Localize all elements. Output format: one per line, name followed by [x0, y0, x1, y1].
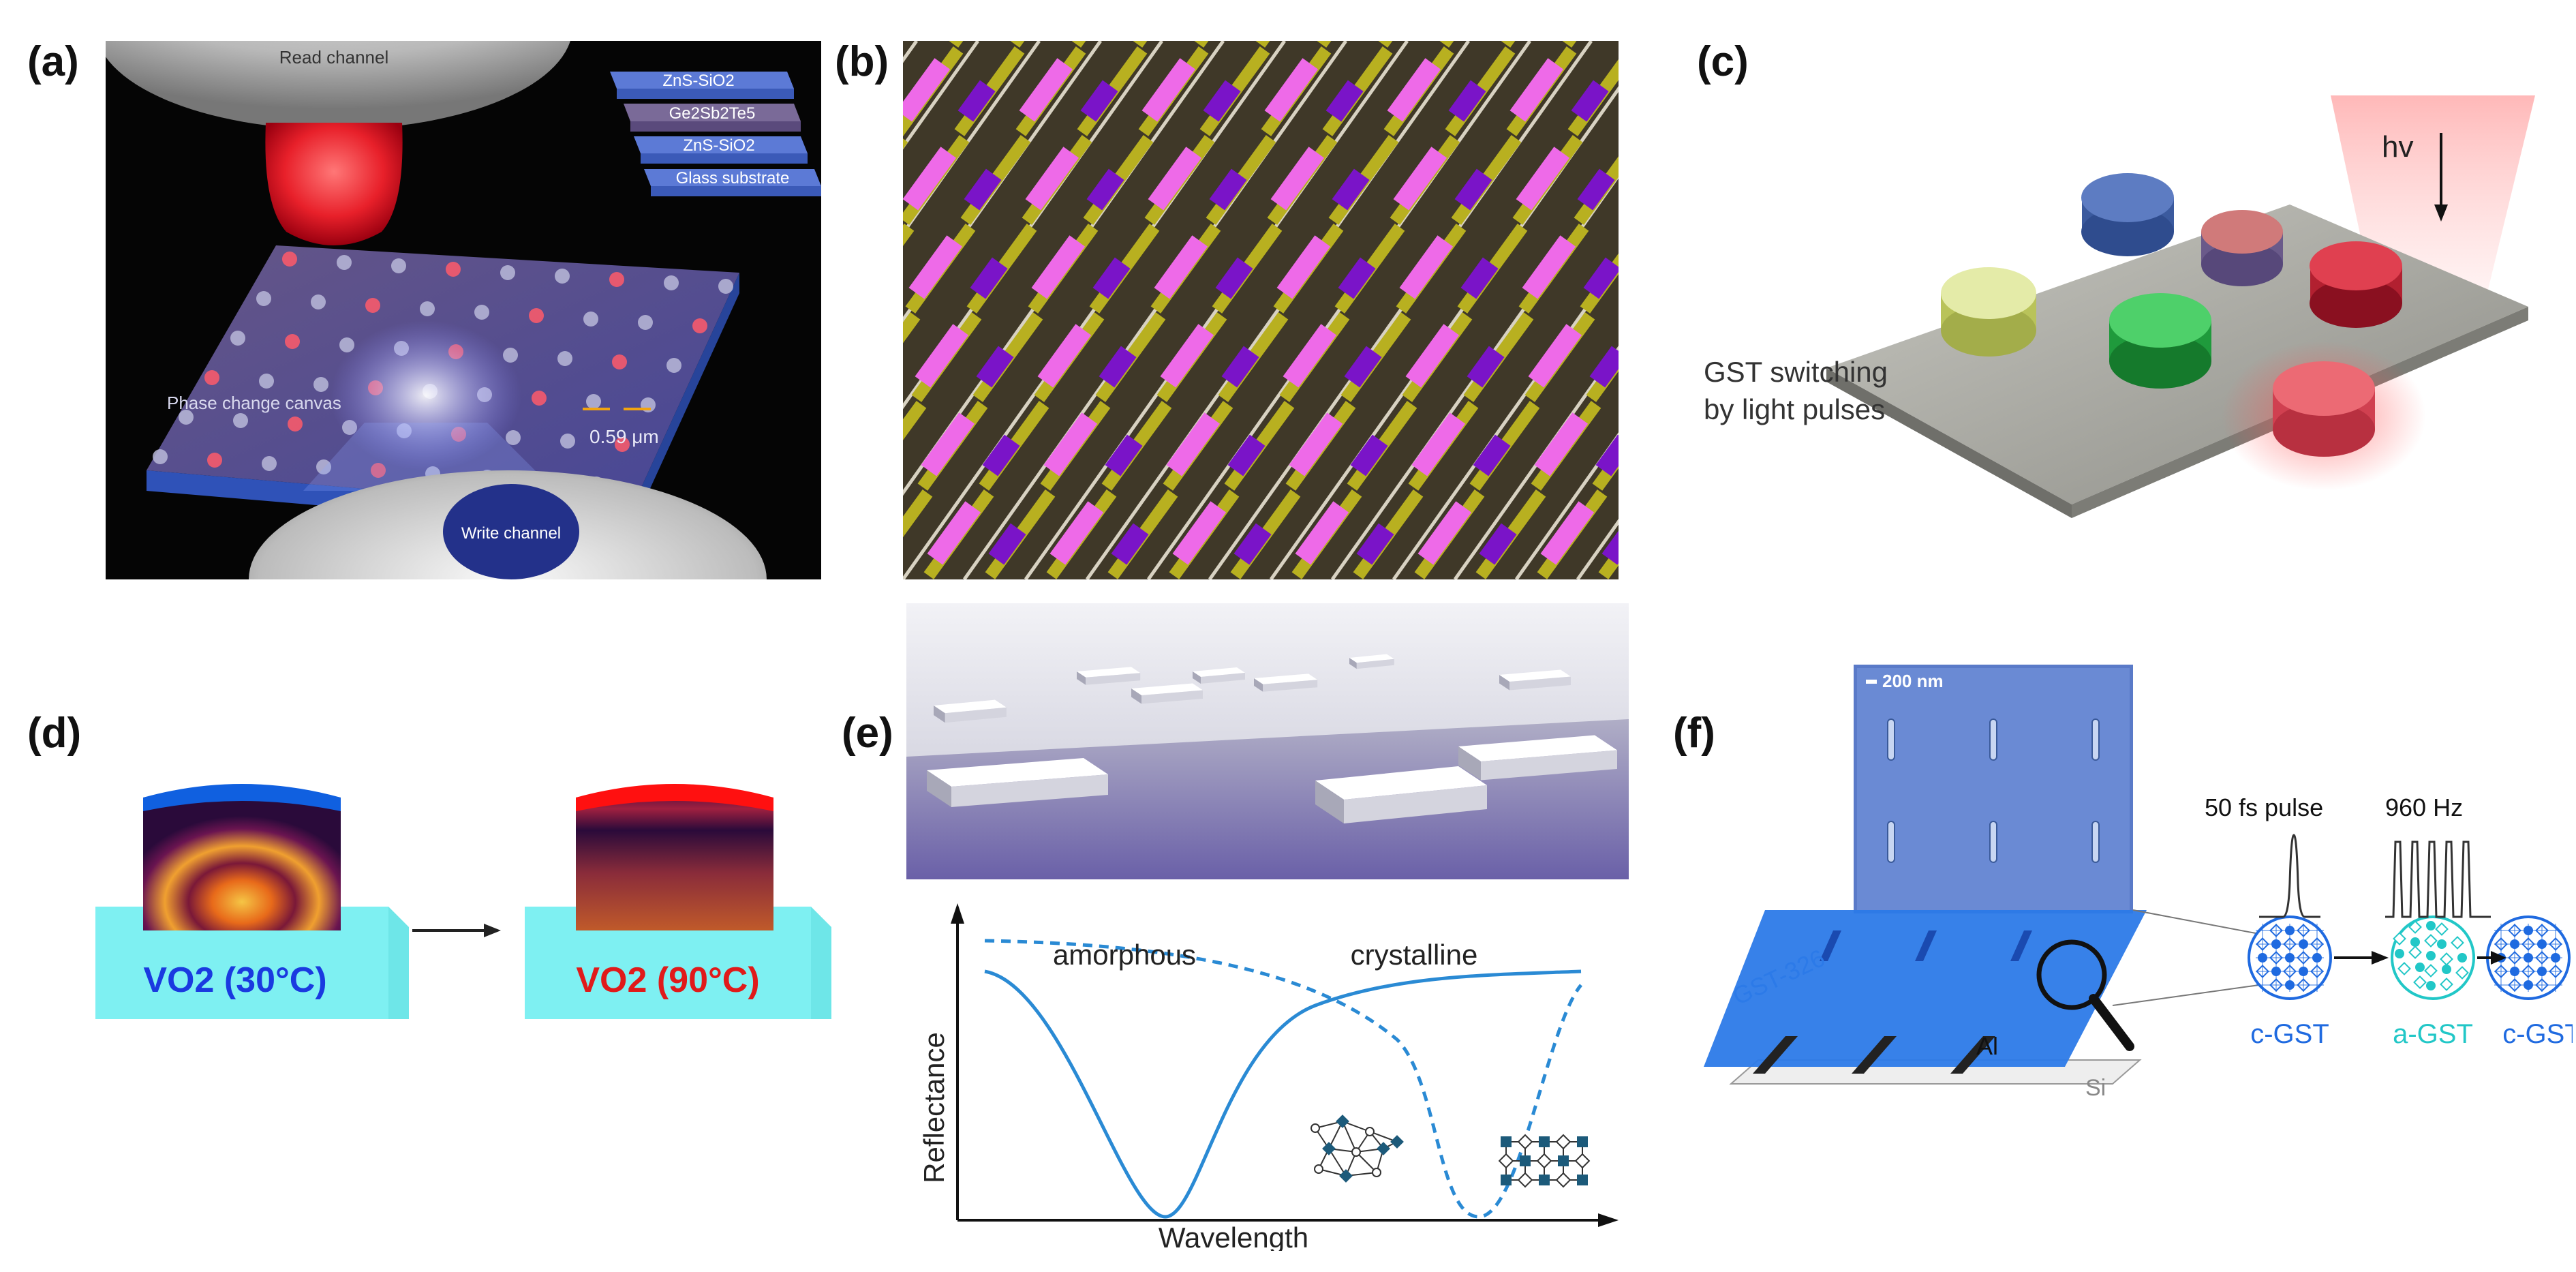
freq-label: 960 Hz — [2385, 793, 2463, 821]
magnifier-icon — [2036, 939, 2107, 1010]
panel-e: amorphous crystalline Reflectance Wavele… — [906, 603, 1629, 1251]
layer-3-label: ZnS-SiO2 — [683, 136, 754, 155]
amorphous-network-icon — [1310, 1115, 1404, 1183]
layer-4-label: Glass substrate — [676, 169, 790, 187]
state-1-label: c-GST — [2250, 1019, 2329, 1049]
x-axis-label: Wavelength — [1159, 1222, 1308, 1251]
transition-arrow — [484, 924, 501, 937]
al-label: Al — [1976, 1032, 1998, 1060]
sem-nanostructures — [1887, 718, 2100, 863]
gst-pillar-green — [2109, 293, 2211, 389]
arrow-2 — [2491, 951, 2506, 965]
panel-d-letter: (d) — [27, 710, 82, 757]
panel-b — [903, 41, 1619, 579]
scalebar-label: 200 nm — [1882, 671, 1944, 691]
amorphous-label: amorphous — [1053, 939, 1196, 971]
read-beam — [265, 123, 403, 245]
pulse-train — [2385, 841, 2491, 918]
panel-b-illustration — [903, 41, 1619, 579]
layer-2-label: Ge2Sb2Te5 — [669, 104, 756, 123]
panel-a-letter: (a) — [27, 38, 79, 85]
write-glow — [331, 320, 521, 470]
write-aperture — [443, 484, 579, 579]
scale-label: 0.59 μm — [589, 426, 659, 447]
vo2-hot-label: VO2 (90°C) — [576, 960, 759, 1000]
gst-film — [1704, 910, 2147, 1067]
write-channel-label: Write channel — [461, 524, 561, 543]
gst-pillar-red-bottom — [2273, 361, 2375, 457]
c-gst-state-2 — [2486, 915, 2571, 1000]
al-electrodes — [1753, 1036, 1995, 1074]
a-gst-state — [2391, 915, 2475, 1000]
panel-a: Read channel Write channel Phase change … — [106, 41, 821, 579]
caption-line-1: GST switching — [1704, 356, 1888, 388]
panel-e-illustration: amorphous crystalline Reflectance Wavele… — [906, 603, 1629, 1251]
single-pulse — [2259, 834, 2320, 918]
crystalline-label: crystalline — [1351, 939, 1478, 971]
pulse-arrow — [2434, 205, 2448, 222]
bit-dots — [153, 252, 733, 491]
state-2-label: a-GST — [2393, 1019, 2473, 1049]
gst-pillar-yellow — [1941, 267, 2036, 357]
vo2-hot-structure — [525, 784, 831, 1019]
panel-e-letter: (e) — [842, 710, 893, 757]
panel-d: VO2 (30°C) VO2 (90°C) — [89, 757, 838, 1023]
si-label: Si — [2085, 1075, 2106, 1101]
layer-stack — [610, 72, 821, 196]
gst-slots — [1820, 930, 2032, 961]
panel-c: hv GST switching by light pulses — [1690, 95, 2569, 593]
gst-pillar-blue — [2081, 173, 2174, 256]
y-axis-label: Reflectance — [918, 1032, 950, 1183]
antenna-blocks — [927, 654, 1617, 823]
panel-a-illustration: Read channel Write channel Phase change … — [106, 41, 821, 579]
hv-label: hv — [2382, 130, 2413, 164]
panel-f-letter: (f) — [1673, 710, 1715, 757]
crystalline-curve — [984, 939, 1582, 1219]
arrow-1 — [2372, 951, 2389, 965]
panel-f: 200 nm GST-326 Al Si c-GST a-GST c-GST 5… — [1704, 665, 2573, 1101]
panel-c-illustration: hv GST switching by light pulses — [1704, 95, 2535, 518]
read-channel-label: Read channel — [279, 47, 388, 67]
amorphous-curve — [984, 969, 1582, 1219]
panel-f-illustration: 200 nm GST-326 Al Si c-GST a-GST c-GST 5… — [1704, 665, 2573, 1101]
vo2-cold-label: VO2 (30°C) — [143, 960, 326, 1000]
layer-1-label: ZnS-SiO2 — [662, 72, 734, 90]
crystalline-lattice-icon — [1498, 1134, 1591, 1188]
c-gst-state-1 — [2248, 915, 2332, 1000]
gst-pillar-purple — [2201, 210, 2283, 286]
reflectance-chart — [951, 903, 1619, 1227]
state-3-label: c-GST — [2502, 1019, 2573, 1049]
caption-line-2: by light pulses — [1704, 393, 1885, 425]
metasurface-bars — [903, 41, 1619, 579]
panel-b-letter: (b) — [835, 38, 889, 85]
panel-d-illustration: VO2 (30°C) VO2 (90°C) — [95, 784, 831, 1019]
pulse-label: 50 fs pulse — [2205, 793, 2323, 821]
panel-c-letter: (c) — [1697, 38, 1749, 85]
gst-pillar-red-top — [2310, 241, 2402, 328]
canvas-label: Phase change canvas — [167, 393, 341, 413]
read-lens — [106, 41, 570, 130]
vo2-cold-structure — [95, 784, 409, 1019]
metasurface-rails — [903, 41, 1619, 579]
